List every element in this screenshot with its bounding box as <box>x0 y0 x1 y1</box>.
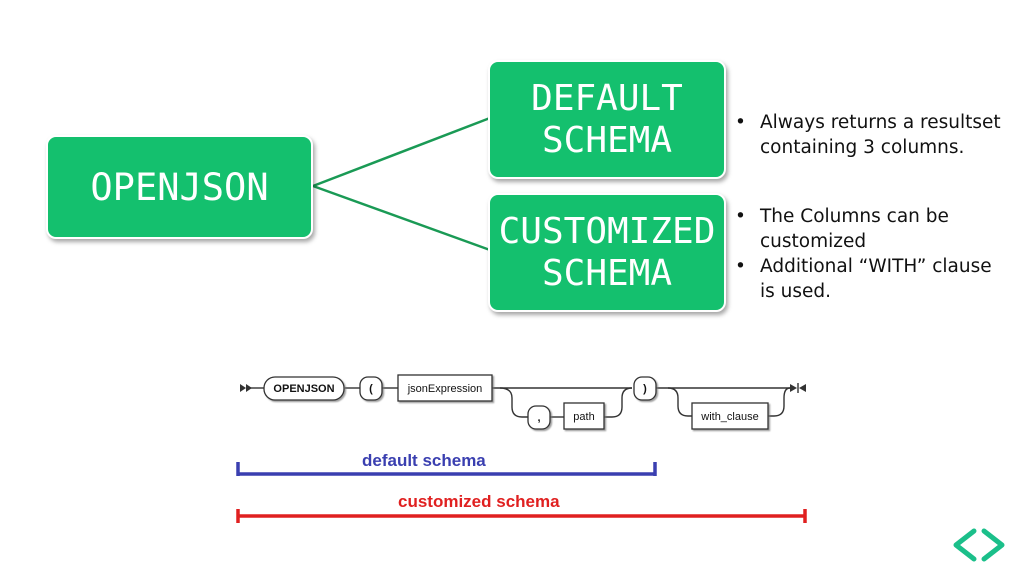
syntax-open-paren: ( <box>359 376 383 401</box>
openjson-syntax-diagram: OPENJSON ( jsonExpression , path ) with_… <box>240 374 806 430</box>
prev-next-chevrons-icon[interactable] <box>950 525 1010 565</box>
svg-text:jsonExpression: jsonExpression <box>407 383 483 395</box>
svg-text:(: ( <box>369 383 373 395</box>
openjson-node: OPENJSON <box>46 135 313 239</box>
customized-schema-bracket <box>236 509 807 523</box>
bullet-item: Additional “WITH” clause is used. <box>735 254 1010 304</box>
syntax-end-marker <box>790 383 806 393</box>
svg-text:with_clause: with_clause <box>700 411 758 423</box>
svg-text:path: path <box>573 411 594 423</box>
default-schema-node: DEFAULT SCHEMA <box>488 60 726 179</box>
connector-custom <box>312 184 491 252</box>
syntax-close-paren: ) <box>633 376 657 401</box>
customized-schema-label: customized schema <box>398 492 560 511</box>
bullet-item: The Columns can be customized <box>735 204 1010 254</box>
default-schema-label: default schema <box>362 451 486 470</box>
connector-default <box>312 116 491 188</box>
syntax-path: path <box>563 402 605 430</box>
default-schema-bullets: Always returns a resultset containing 3 … <box>735 110 1010 160</box>
syntax-openjson-keyword: OPENJSON <box>263 376 345 401</box>
svg-text:OPENJSON: OPENJSON <box>273 383 334 395</box>
customized-schema-node: CUSTOMIZED SCHEMA <box>488 193 726 312</box>
syntax-with-clause: with_clause <box>691 402 769 430</box>
syntax-start-marker <box>240 384 252 392</box>
default-schema-bracket <box>236 462 657 476</box>
svg-text:,: , <box>537 412 540 424</box>
bullet-item: Always returns a resultset containing 3 … <box>735 110 1010 160</box>
syntax-json-expression: jsonExpression <box>397 374 493 402</box>
svg-text:): ) <box>643 383 647 395</box>
customized-schema-bullets: The Columns can be customized Additional… <box>735 204 1010 304</box>
syntax-comma: , <box>527 405 551 430</box>
